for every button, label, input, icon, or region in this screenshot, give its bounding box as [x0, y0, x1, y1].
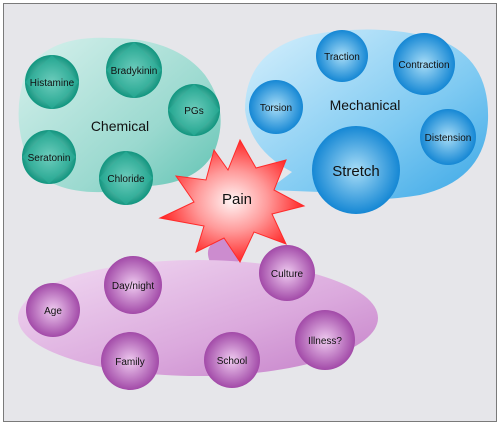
social-node-label: Illness? [308, 336, 342, 347]
chemical-node-label: PGs [184, 106, 203, 117]
social-node: School [204, 332, 260, 388]
social-group: Age Day/night Culture Illness? School Fa… [18, 226, 378, 390]
social-node: Age [26, 283, 80, 337]
social-node: Illness? [295, 310, 355, 370]
chemical-node-label: Seratonin [28, 153, 71, 164]
mechanical-node: Torsion [249, 80, 303, 134]
chemical-node-label: Histamine [30, 78, 75, 89]
chemical-node: PGs [168, 84, 220, 136]
mechanical-label: Mechanical [330, 97, 401, 113]
chemical-node: Seratonin [22, 130, 76, 184]
mechanical-node: Traction [316, 30, 368, 82]
social-node-label: School [217, 356, 248, 367]
chemical-node: Chloride [99, 151, 153, 205]
social-node-label: Age [44, 306, 62, 317]
chemical-node: Bradykinin [106, 42, 162, 98]
mechanical-node-label: Contraction [398, 60, 449, 71]
mechanical-node-label: Traction [324, 52, 360, 63]
mechanical-node: Contraction [393, 33, 455, 95]
pain-starburst: Pain [158, 138, 306, 264]
chemical-group: Chemical Histamine Bradykinin PGs Serato… [18, 37, 221, 210]
chemical-label: Chemical [91, 118, 149, 134]
pain-star-shape [158, 138, 306, 264]
social-node: Day/night [104, 256, 162, 314]
social-node-label: Culture [271, 269, 304, 280]
mechanical-node-label: Distension [425, 133, 472, 144]
mechanical-node-label: Torsion [260, 103, 292, 114]
chemical-node-label: Bradykinin [111, 66, 158, 77]
social-node-label: Day/night [112, 281, 154, 292]
mechanical-node-label: Stretch [332, 163, 380, 180]
social-node-label: Family [115, 357, 144, 368]
mechanical-node: Stretch [312, 126, 400, 214]
social-node: Family [101, 332, 159, 390]
social-node: Culture [259, 245, 315, 301]
pain-label: Pain [222, 191, 252, 208]
mechanical-node: Distension [420, 109, 476, 165]
mechanical-group: Mechanical Traction Contraction Torsion … [245, 29, 489, 214]
chemical-node-label: Chloride [107, 174, 145, 185]
chemical-node: Histamine [25, 55, 79, 109]
